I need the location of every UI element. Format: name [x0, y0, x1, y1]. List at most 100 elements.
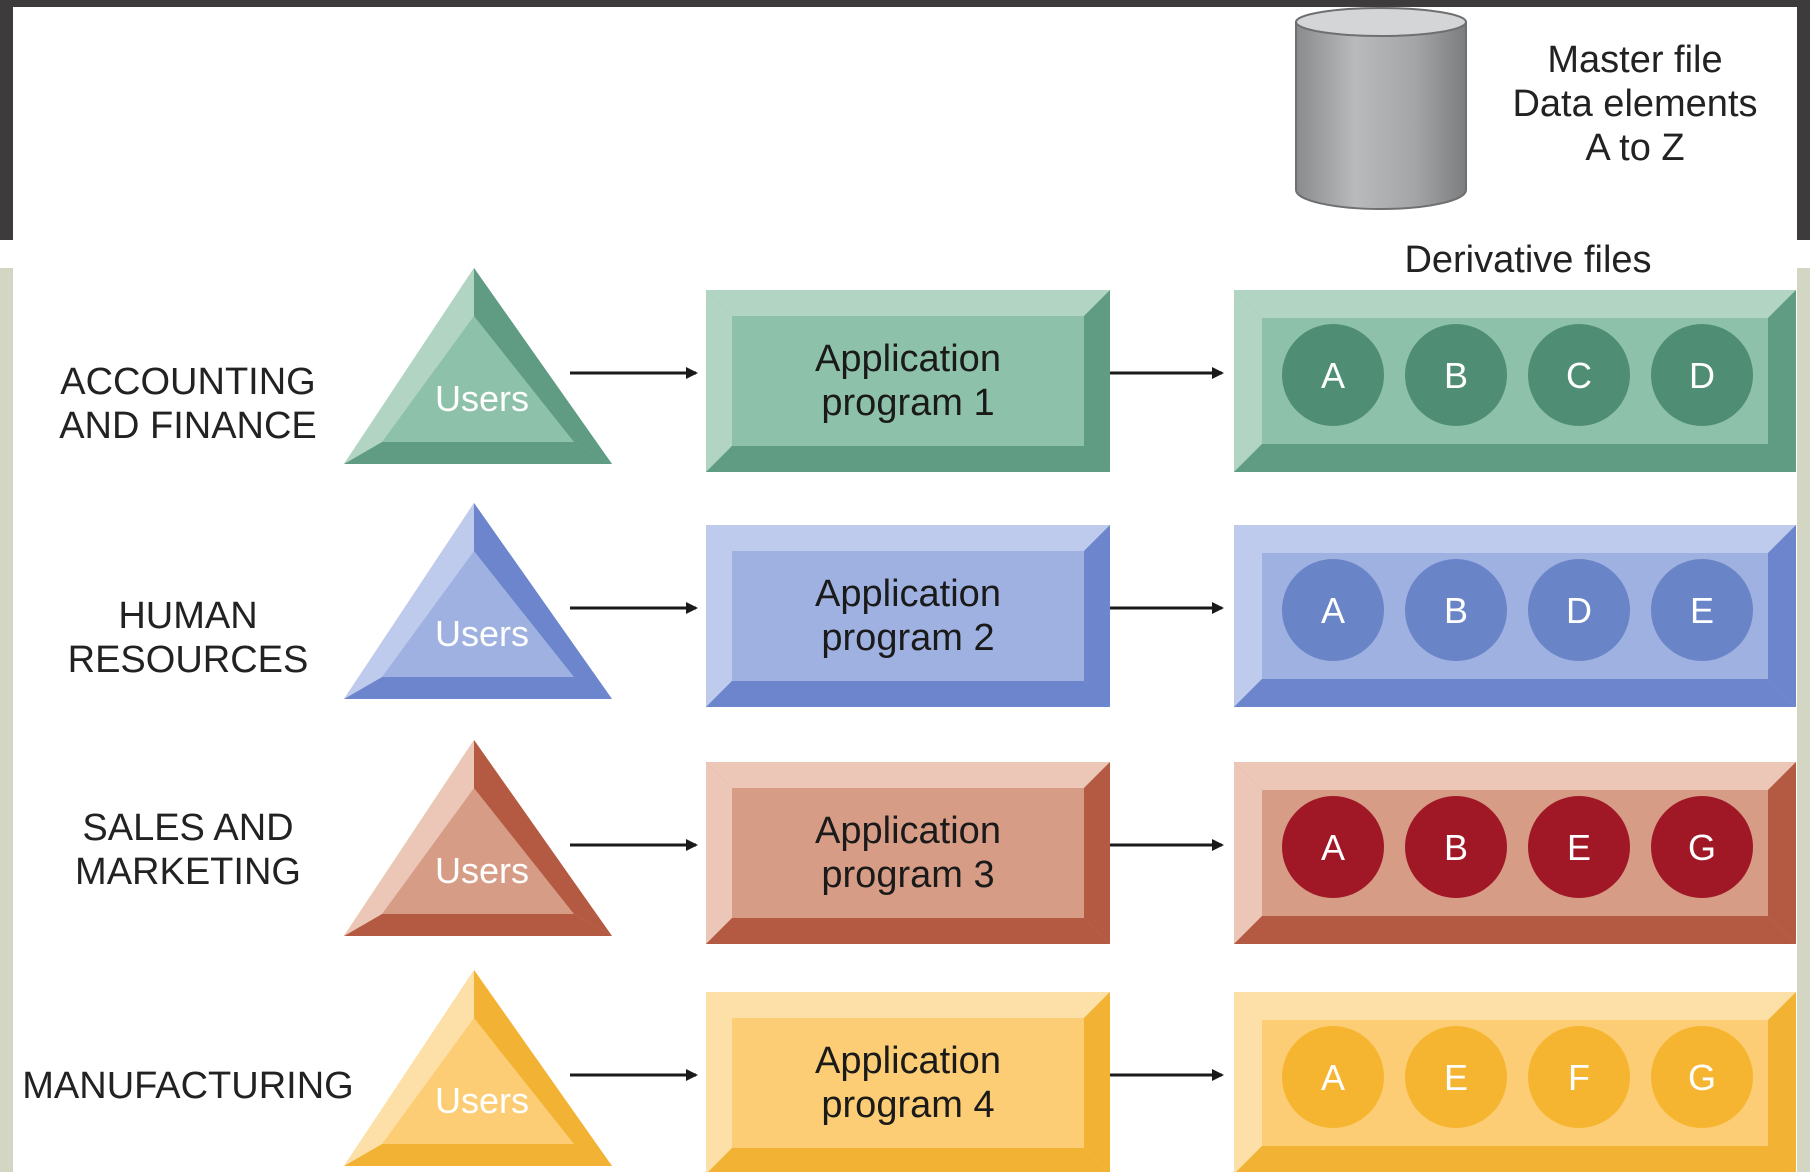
data-element-circle — [1405, 796, 1507, 898]
application-program-box — [706, 992, 1110, 1172]
data-element-letter: C — [1566, 355, 1592, 396]
data-element-circle — [1405, 1026, 1507, 1128]
box-base — [706, 992, 1110, 1172]
program-label-line: program 1 — [821, 382, 994, 424]
bevel-right — [1084, 525, 1110, 707]
master-file-line: Data elements — [1512, 83, 1758, 125]
triangle-bottom-bevel — [344, 1144, 612, 1166]
department-label-line: ACCOUNTING — [60, 361, 316, 403]
box-base — [706, 762, 1110, 944]
data-element-circle — [1528, 796, 1630, 898]
department-label: ACCOUNTING AND FINANCE — [10, 360, 366, 448]
data-element-letter: G — [1688, 827, 1716, 868]
bevel-left — [706, 525, 732, 707]
bevel-left — [1234, 992, 1262, 1172]
frame-right-dark — [1797, 0, 1810, 240]
data-element-letter: E — [1690, 590, 1714, 631]
bevel-bottom — [1236, 1146, 1794, 1172]
triangle-right-bevel — [474, 740, 612, 936]
data-element-letter: B — [1444, 355, 1468, 396]
data-element-letter: A — [1321, 590, 1345, 631]
data-element-circle — [1405, 324, 1507, 426]
triangle-left-bevel — [344, 740, 474, 936]
data-element-circle — [1282, 559, 1384, 661]
bevel-left — [1234, 290, 1262, 472]
triangle-face — [344, 740, 612, 936]
data-element-letter: D — [1689, 355, 1715, 396]
derivative-files-title: Derivative files — [1404, 239, 1652, 281]
program-label-line: program 4 — [821, 1084, 994, 1126]
data-element-circle — [1528, 1026, 1630, 1128]
bevel-top — [706, 290, 1110, 316]
triangle-face — [344, 268, 612, 464]
bevel-left — [1234, 762, 1262, 944]
triangle-left-bevel — [344, 268, 474, 464]
users-triangle-icon — [344, 503, 612, 699]
users-triangle-icon — [344, 970, 612, 1166]
box-base — [706, 290, 1110, 472]
data-element-letter: A — [1321, 827, 1345, 868]
bevel-right — [1768, 290, 1796, 472]
bevel-left — [706, 762, 732, 944]
application-program-box — [706, 762, 1110, 944]
triangle-bottom-bevel — [344, 442, 612, 464]
triangle-right-bevel — [474, 268, 612, 464]
bevel-bottom — [706, 681, 1110, 707]
program-label-line: Application — [815, 810, 1001, 852]
data-element-circle — [1528, 324, 1630, 426]
users-triangle-icon — [344, 740, 612, 936]
program-label-line: Application — [815, 338, 1001, 380]
data-element-circle — [1405, 559, 1507, 661]
department-label-line: RESOURCES — [67, 639, 309, 681]
triangle-face — [344, 970, 612, 1166]
box-base — [706, 525, 1110, 707]
triangle-right-bevel — [474, 503, 612, 699]
bevel-left — [706, 290, 732, 472]
bevel-bottom — [1234, 444, 1796, 472]
bevel-top — [706, 992, 1110, 1018]
bevel-top — [1234, 992, 1796, 1020]
department-label-line: MANUFACTURING — [22, 1065, 354, 1107]
bevel-left — [1234, 525, 1262, 707]
bevel-right — [1768, 992, 1796, 1172]
department-label: SALES AND MARKETING — [10, 806, 366, 894]
data-element-letter: E — [1444, 1057, 1468, 1098]
application-program-box — [706, 525, 1110, 707]
triangle-left-bevel — [344, 970, 474, 1166]
data-element-circle — [1651, 324, 1753, 426]
department-label: MANUFACTURING — [10, 1064, 366, 1108]
bevel-right — [1084, 290, 1110, 472]
users-label: Users — [435, 378, 529, 419]
data-element-circle — [1528, 559, 1630, 661]
bevel-bottom — [708, 1148, 1108, 1172]
bevel-right — [1084, 762, 1110, 944]
frame-right-light — [1797, 268, 1810, 1172]
frame-top-bar — [0, 0, 1810, 7]
users-label: Users — [435, 850, 529, 891]
bevel-top — [1234, 525, 1796, 553]
department-label-line: AND FINANCE — [59, 405, 317, 447]
users-label: Users — [435, 613, 529, 654]
frame-left-dark — [0, 0, 13, 240]
bevel-bottom — [706, 446, 1110, 472]
triangle-left-bevel — [344, 503, 474, 699]
data-element-letter: B — [1444, 590, 1468, 631]
program-label-line: Application — [815, 1040, 1001, 1082]
master-file-line: A to Z — [1585, 127, 1685, 169]
triangle-bottom-bevel — [344, 677, 612, 699]
bevel-left — [706, 992, 732, 1172]
bevel-bottom — [1234, 679, 1796, 707]
master-file-line: Master file — [1547, 39, 1723, 81]
department-label-line: SALES AND — [82, 807, 294, 849]
frame-left-light — [0, 268, 13, 1172]
users-label: Users — [435, 1080, 529, 1121]
data-element-letter: A — [1321, 355, 1345, 396]
bevel-bottom — [1234, 916, 1796, 944]
bevel-right — [1084, 992, 1110, 1172]
data-element-circle — [1282, 1026, 1384, 1128]
data-element-circle — [1651, 796, 1753, 898]
bevel-top — [1234, 290, 1796, 318]
